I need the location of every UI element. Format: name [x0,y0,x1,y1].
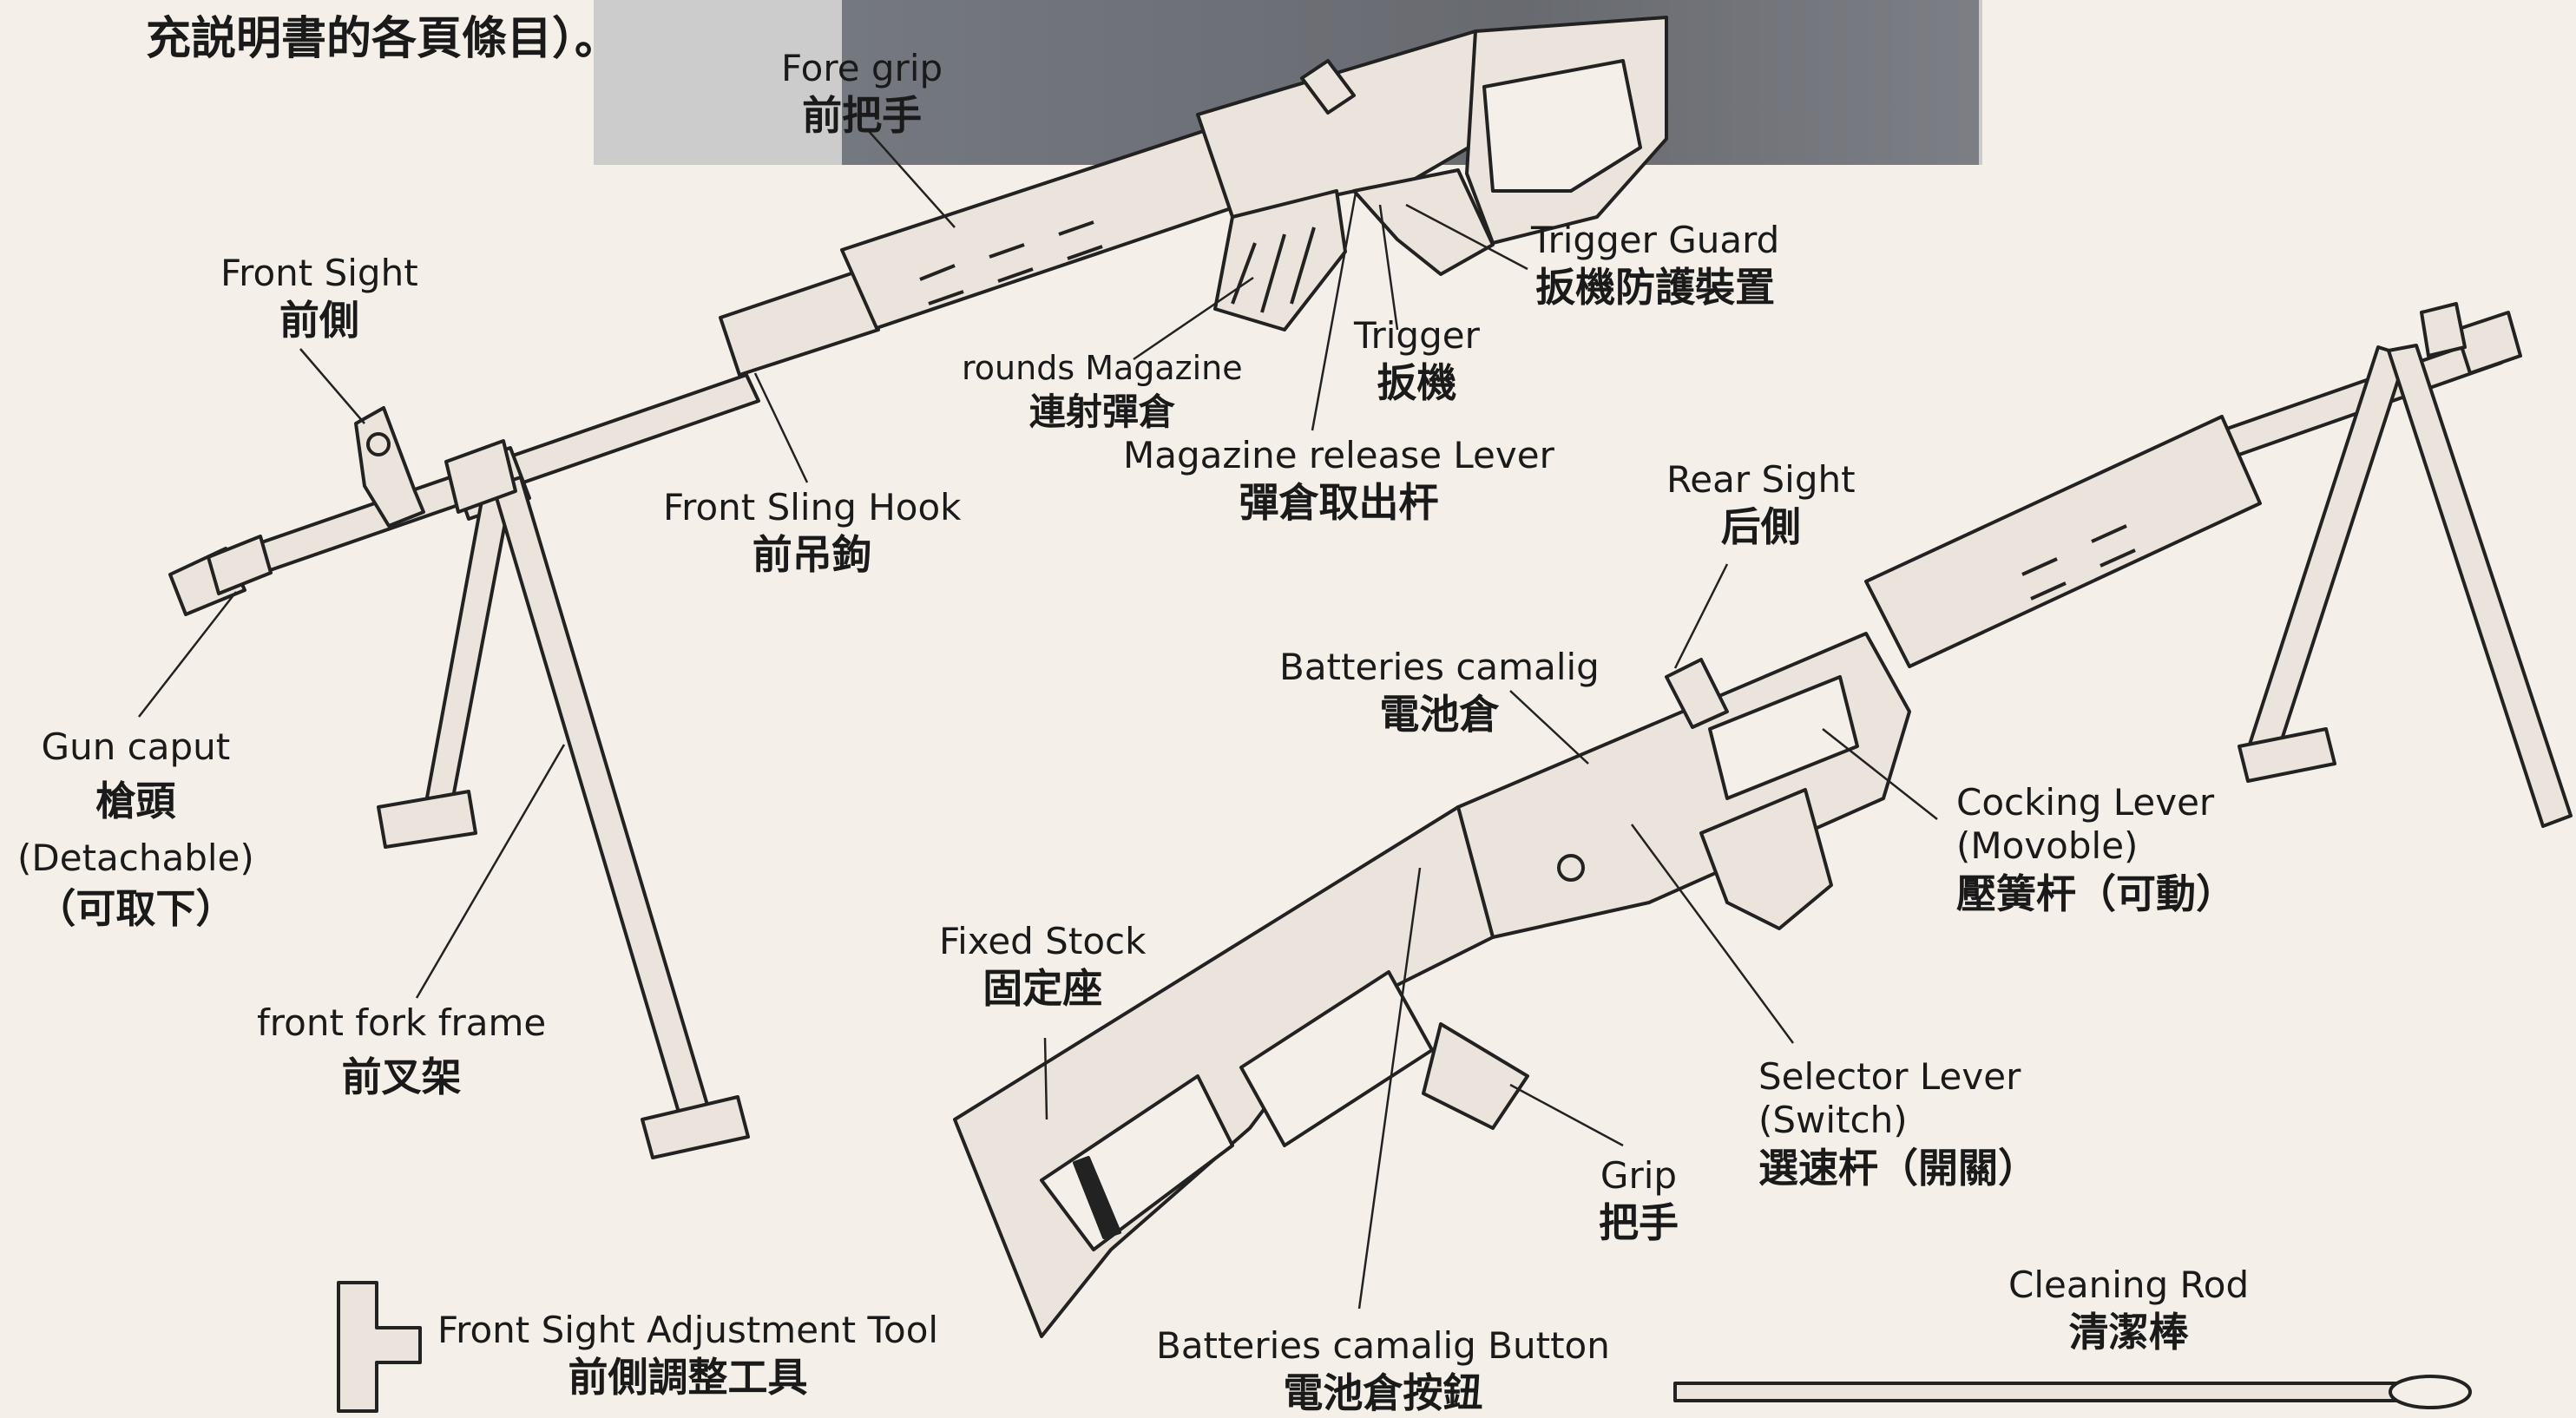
batteries-camalig-zh: 電池倉 [1379,691,1500,739]
grip-en: Grip [1600,1154,1678,1197]
label-trigger-guard: Trigger Guard 扳機防護裝置 [1531,219,1779,312]
label-front-sight: Front Sight 前側 [220,252,418,345]
grip-zh: 把手 [1599,1199,1679,1247]
leader-front-fork-frame [415,744,566,999]
fixed-stock-en: Fixed Stock [939,920,1147,962]
front-sling-hook-zh: 前吊鉤 [752,531,872,579]
label-cocking-lever: Cocking Lever (Movoble) 壓簧杆（可動） [1956,781,2236,918]
lower-grip [1422,1022,1529,1130]
label-front-fork-frame: front fork frame 前叉架 [257,1001,546,1102]
cocking-lever-en2: (Movoble) [1956,824,2139,868]
leader-gun-caput [138,591,237,718]
rear-sight-zh: 后側 [1720,503,1801,551]
front-sight-tool-en: Front Sight Adjustment Tool [437,1309,939,1351]
leader-fixed-stock [1043,1037,1048,1120]
gun-caput-zh2: （可取下） [36,884,236,932]
fore-grip-zh: 前把手 [802,92,923,140]
label-fore-grip: Fore grip 前把手 [781,47,943,141]
cleaning-rod-zh: 清潔棒 [2068,1309,2189,1356]
leader-trigger-guard [1405,203,1528,271]
label-batteries-camalig: Batteries camalig 電池倉 [1279,646,1600,739]
magazine-release-zh: 彈倉取出杆 [1239,479,1439,527]
top-note: 充説明書的各頁條目）。 [146,13,621,65]
batteries-button-zh: 電池倉按鈕 [1283,1369,1483,1417]
front-fork-frame-en: front fork frame [257,1001,547,1044]
front-sight-en: Front Sight [220,252,418,294]
leader-rounds-magazine [1133,276,1254,361]
lower-magazine [1699,788,1833,930]
fore-grip-en: Fore grip [781,47,943,89]
label-rounds-magazine: rounds Magazine 連射彈倉 [962,349,1243,434]
trigger-guard-en: Trigger Guard [1531,219,1780,261]
fixed-stock-zh: 固定座 [982,965,1103,1013]
front-sight-tool [337,1281,422,1413]
lower-bipod-right [2387,344,2573,828]
trigger-en: Trigger [1354,314,1480,357]
leader-front-sling-hook [753,372,809,483]
label-trigger: Trigger 扳機 [1354,314,1480,408]
selector-lever-en2: (Switch) [1758,1099,1908,1142]
rounds-magazine-en: rounds Magazine [962,349,1243,387]
front-sight-zh: 前側 [279,297,359,345]
trigger-zh: 扳機 [1377,359,1457,407]
batteries-camalig-en: Batteries camalig [1279,646,1600,688]
front-sling-hook-en: Front Sling Hook [663,486,962,528]
trigger-guard-zh: 扳機防護裝置 [1535,264,1776,312]
cocking-lever-en: Cocking Lever [1956,781,2215,824]
label-batteries-button: Batteries camalig Button 電池倉按鈕 [1156,1324,1610,1418]
leader-magazine-release [1311,192,1357,431]
label-fixed-stock: Fixed Stock 固定座 [939,920,1146,1014]
gun-caput-zh: 槍頭 [95,778,176,825]
cocking-lever-zh: 壓簧杆（可動） [1956,870,2236,917]
selector-lever-en: Selector Lever [1758,1055,2021,1098]
label-selector-lever: Selector Lever (Switch) 選速杆（開關） [1758,1055,2038,1192]
label-front-sight-tool: Front Sight Adjustment Tool 前側調整工具 [437,1309,938,1402]
lower-handguard [1864,415,2262,668]
lower-rifle [953,302,2573,1338]
front-fork-frame-zh: 前叉架 [341,1054,462,1101]
batteries-button-en: Batteries camalig Button [1156,1324,1610,1367]
leader-front-sight [299,348,365,424]
leader-rear-sight [1673,563,1729,669]
upper-rifle [168,16,1668,1159]
front-sight-tool-zh: 前側調整工具 [568,1354,808,1402]
label-front-sling-hook: Front Sling Hook 前吊鉤 [663,486,962,580]
lower-stock [953,805,1495,1338]
label-grip: Grip 把手 [1599,1154,1679,1248]
upper-magazine [1213,189,1347,332]
label-magazine-release: Magazine release Lever 彈倉取出杆 [1123,434,1554,528]
rear-sight-en: Rear Sight [1666,458,1856,501]
leader-selector-lever [1630,824,1795,1044]
gun-caput-en: Gun caput [41,725,231,768]
label-cleaning-rod: Cleaning Rod 清潔棒 [2008,1264,2249,1357]
upper-bipod-left [424,476,514,817]
label-gun-caput: Gun caput 槍頭 (Detachable) （可取下） [17,725,254,933]
leader-trigger [1378,204,1399,331]
selector-lever-zh: 選速杆（開關） [1758,1144,2038,1192]
cleaning-rod [1673,1375,2472,1409]
cleaning-rod-en: Cleaning Rod [2008,1264,2250,1306]
gun-caput-en2: (Detachable) [17,836,254,879]
upper-fore-grip [840,120,1269,330]
leader-batteries-button [1357,867,1422,1310]
magazine-release-en: Magazine release Lever [1123,434,1554,476]
leader-batteries-camalig [1509,690,1589,765]
label-rear-sight: Rear Sight 后側 [1666,458,1856,552]
leader-fore-grip [867,129,956,228]
rounds-magazine-zh: 連射彈倉 [1028,390,1175,433]
leader-cocking-lever [1822,728,1938,820]
leader-grip [1509,1083,1624,1147]
